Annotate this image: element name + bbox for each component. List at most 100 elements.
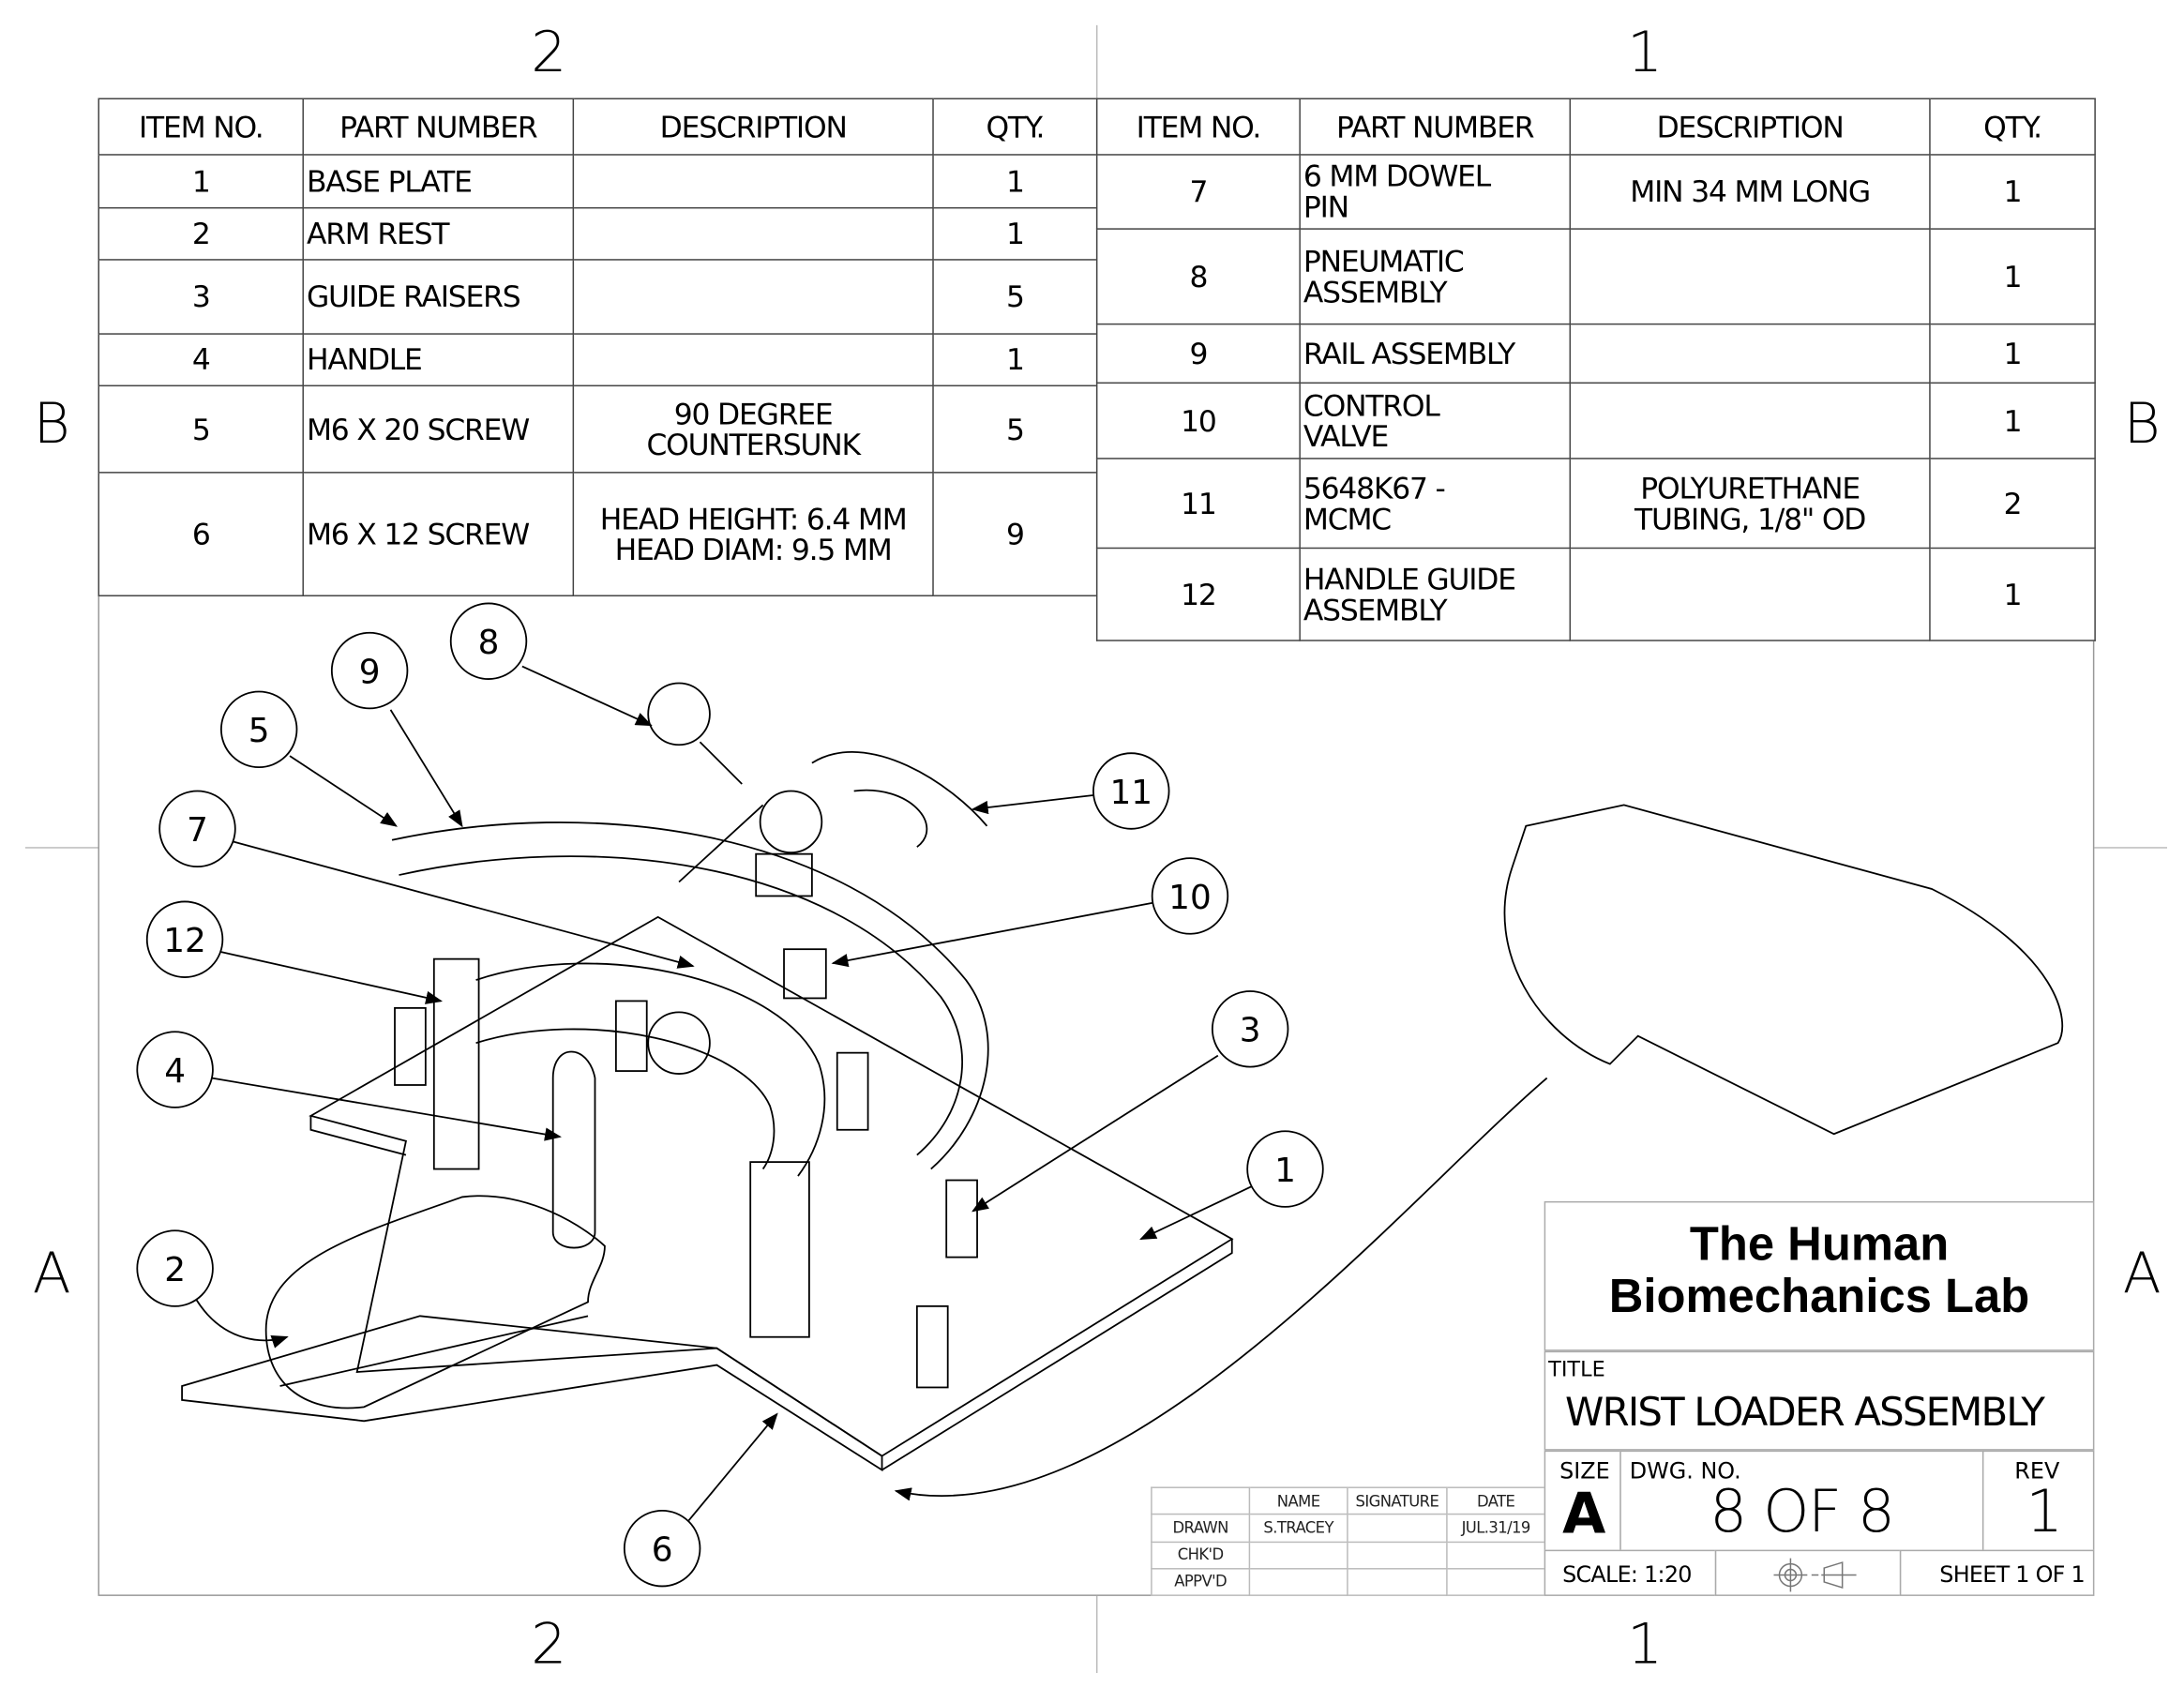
zone-tick [24,847,98,849]
balloon-5: 5 [219,690,298,769]
signature-cell [1446,1540,1546,1570]
control-valve [783,948,827,1000]
sheet-number: SHEET 1 OF 1 [1939,1560,2085,1588]
balloon-number: 10 [1168,879,1212,917]
balloon-3: 3 [1211,990,1289,1068]
part-number-cell: PNEUMATIC ASSEMBLY [1299,228,1572,325]
zone-label-right-a: A [2122,1242,2161,1306]
description-cell: 90 DEGREE COUNTERSUNK [572,384,934,474]
balloon-number: 6 [652,1531,673,1570]
balloon-number: 3 [1240,1012,1261,1050]
company-cell: The Human Biomechanics Lab [1544,1200,2095,1351]
item-no-cell: 2 [98,206,304,261]
balloon-number: 7 [187,811,208,850]
balloon-11: 11 [1092,752,1170,830]
part-number-cell: M6 X 12 SCREW [302,472,575,596]
column-header: QTY. [932,98,1098,156]
zone-label-top-2: 2 [531,21,567,86]
qty-cell: 1 [1929,154,2096,230]
description-cell: POLYURETHANE TUBING, 1/8" OD [1569,458,1931,550]
zone-label-left-a: A [32,1242,71,1306]
balloon-4: 4 [136,1031,214,1108]
rail-assembly [391,821,989,1170]
rev-cell: REV 1 [1981,1450,2095,1552]
zone-tick [1095,1595,1098,1674]
description-cell [572,333,934,387]
item-no-cell: 6 [98,472,304,596]
detail-view [894,804,2064,1501]
part-number-cell: RAIL ASSEMBLY [1299,323,1572,384]
drawing-title: WRIST LOADER ASSEMBLY [1565,1388,2045,1436]
item-no-cell: 7 [1095,154,1301,230]
signature-cell [1347,1514,1448,1543]
column-header: ITEM NO. [1095,98,1301,156]
balloon-number: 4 [164,1052,186,1091]
balloon-6: 6 [623,1509,701,1588]
pneumatic-assembly [647,682,823,897]
signature-cell [1446,1567,1546,1596]
signature-cell [1151,1486,1251,1515]
part-number-cell: M6 X 20 SCREW [302,384,575,474]
part-number-cell: 6 MM DOWEL PIN [1299,154,1572,230]
balloon-number: 1 [1274,1152,1296,1190]
item-no-cell: 10 [1095,382,1301,460]
qty-cell: 1 [932,333,1098,387]
balloon-9: 9 [330,631,409,710]
description-cell [572,206,934,261]
description-cell [572,154,934,209]
part-number-cell: BASE PLATE [302,154,575,209]
column-header: PART NUMBER [302,98,575,156]
balloon-leaders [195,665,1254,1521]
item-no-cell: 8 [1095,228,1301,325]
company-name-line2: Biomechanics Lab [1608,1270,2030,1323]
signature-row: CHK'D [1151,1540,1546,1570]
guide-raisers [394,1000,978,1389]
zone-label-left-b: B [33,392,70,457]
size-cell: SIZE A [1544,1450,1621,1552]
part-number-cell: GUIDE RAISERS [302,259,575,335]
item-no-cell: 9 [1095,323,1301,384]
item-no-cell: 12 [1095,547,1301,641]
balloon-12: 12 [145,900,224,978]
base-plate [181,915,1234,1472]
item-no-cell: 4 [98,333,304,387]
signature-cell [1248,1540,1348,1570]
rev-label: REV [2014,1457,2060,1485]
arm-rest [264,1195,606,1409]
qty-cell: 1 [1929,382,2096,460]
signature-cell [1347,1540,1448,1570]
zone-label-bottom-1: 1 [1627,1612,1664,1678]
signature-cell: DRAWN [1151,1514,1251,1543]
handle [551,1011,711,1249]
qty-cell: 1 [932,154,1098,209]
item-no-cell: 1 [98,154,304,209]
part-number-cell: ARM REST [302,206,575,261]
tubing [811,751,988,848]
title-label: TITLE [1548,1356,1605,1382]
signature-cell: CHK'D [1151,1540,1251,1570]
qty-cell: 2 [1929,458,2096,550]
balloon-number: 11 [1109,774,1152,812]
zone-label-right-b: B [2123,392,2161,457]
balloon-number: 12 [163,922,206,960]
third-angle-projection-icon [1773,1558,1857,1592]
qty-cell: 5 [932,384,1098,474]
column-header: QTY. [1929,98,2096,156]
size-label: SIZE [1559,1457,1610,1485]
zone-tick [1095,24,1098,98]
part-number-cell: HANDLE GUIDE ASSEMBLY [1299,547,1572,641]
handle-guide-assembly [432,957,826,1338]
description-cell [1569,382,1931,460]
